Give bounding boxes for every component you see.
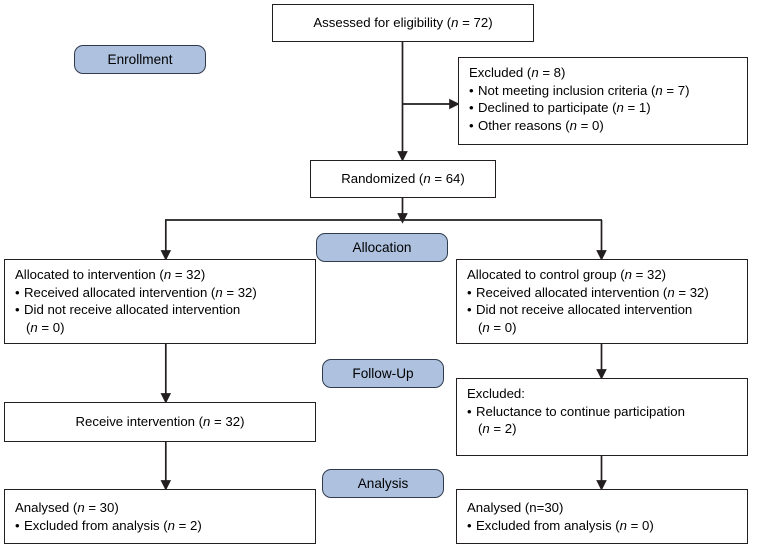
allocation-right-item-1-cont: (n = 0) — [478, 319, 517, 335]
excluded-item-1: •Declined to participate (n = 1) — [469, 100, 651, 115]
stage-label-analysis: Analysis — [357, 476, 409, 491]
excluded-item-2: •Other reasons (n = 0) — [469, 117, 604, 133]
assessed-text: Assessed for eligibility (n = 72) — [313, 15, 493, 31]
excluded-item-0: •Not meeting inclusion criteria (n = 7) — [469, 82, 690, 98]
node-followup-excluded: Excluded: •Reluctance to continue partic… — [456, 378, 748, 456]
excluded-heading: Excluded (n = 8) — [469, 65, 566, 80]
allocation-left-heading: Allocated to intervention (n = 32) — [15, 267, 206, 282]
node-allocation-control: Allocated to control group (n = 32) •Rec… — [456, 259, 748, 344]
bullet-icon: • — [467, 284, 472, 300]
bullet-icon: • — [469, 117, 474, 133]
bullet-icon: • — [15, 284, 20, 300]
allocation-right-heading: Allocated to control group (n = 32) — [467, 267, 667, 282]
bullet-icon: • — [15, 302, 20, 317]
allocation-left-item-0: •Received allocated intervention (n = 32… — [15, 284, 257, 300]
followup-right-item-0: •Reluctance to continue participation — [467, 403, 685, 419]
bullet-icon: • — [469, 82, 474, 98]
node-analysis-intervention: Analysed (n = 30) •Excluded from analysi… — [4, 489, 316, 544]
allocation-right-item-0: •Received allocated intervention (n = 32… — [467, 284, 709, 300]
followup-right-item-0-cont: (n = 2) — [478, 421, 517, 436]
bullet-icon: • — [15, 517, 20, 533]
stage-badge-analysis: Analysis — [322, 469, 444, 498]
analysis-right-heading: Analysed (n=30) — [467, 500, 564, 515]
stage-badge-enrollment: Enrollment — [74, 45, 206, 74]
node-analysis-control: Analysed (n=30) •Excluded from analysis … — [456, 489, 748, 544]
bullet-icon: • — [467, 302, 472, 317]
analysis-left-item-0: •Excluded from analysis (n = 2) — [15, 517, 202, 533]
stage-badge-followup: Follow-Up — [322, 359, 444, 388]
followup-left-text: Receive intervention (n = 32) — [75, 414, 245, 430]
followup-right-heading: Excluded: — [467, 386, 525, 401]
node-randomized: Randomized (n = 64) — [310, 160, 496, 198]
bullet-icon: • — [469, 100, 474, 115]
analysis-right-item-0: •Excluded from analysis (n = 0) — [467, 517, 654, 533]
stage-label-enrollment: Enrollment — [107, 52, 173, 67]
analysis-left-heading: Analysed (n = 30) — [15, 500, 119, 515]
node-allocation-intervention: Allocated to intervention (n = 32) •Rece… — [4, 259, 316, 344]
stage-label-followup: Follow-Up — [352, 366, 414, 381]
randomized-text: Randomized (n = 64) — [341, 171, 465, 187]
bullet-icon: • — [467, 517, 472, 533]
node-followup-receive-intervention: Receive intervention (n = 32) — [4, 402, 316, 442]
allocation-right-item-1: •Did not receive allocated intervention — [467, 302, 693, 317]
node-assessed-for-eligibility: Assessed for eligibility (n = 72) — [272, 4, 534, 42]
stage-badge-allocation: Allocation — [316, 233, 448, 262]
allocation-left-item-1-cont: (n = 0) — [26, 319, 65, 335]
bullet-icon: • — [467, 403, 472, 419]
stage-label-allocation: Allocation — [352, 240, 412, 255]
node-excluded-enrollment: Excluded (n = 8) •Not meeting inclusion … — [458, 57, 748, 145]
allocation-left-item-1: •Did not receive allocated intervention — [15, 302, 241, 317]
